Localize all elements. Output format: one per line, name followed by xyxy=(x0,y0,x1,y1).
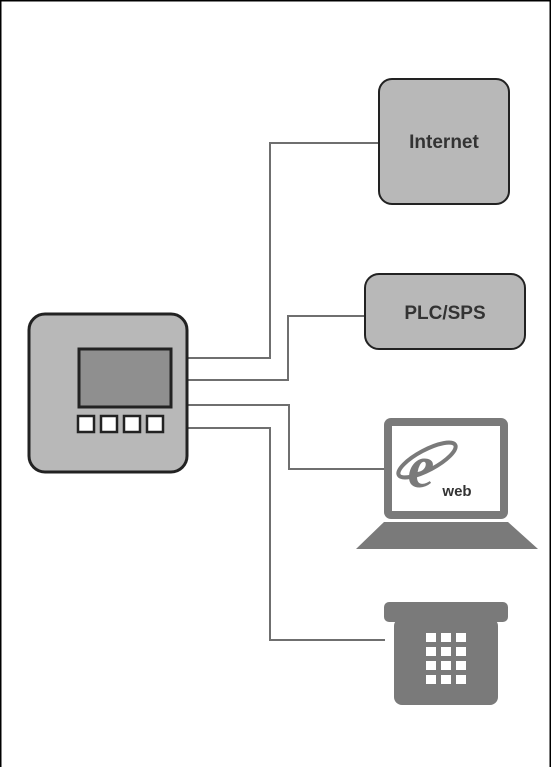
controller-button xyxy=(145,414,165,434)
connection-lines xyxy=(186,142,385,641)
phone-key xyxy=(426,633,436,642)
laptop-screen xyxy=(392,426,500,511)
phone-key xyxy=(456,675,466,684)
ie-letter-e: e xyxy=(408,434,435,500)
controller-button xyxy=(99,414,119,434)
phone-key xyxy=(456,661,466,670)
telephone-icon xyxy=(384,602,508,705)
plc-node: PLC/SPS xyxy=(364,273,526,350)
line-to-internet xyxy=(186,142,380,359)
phone-handset xyxy=(384,602,508,622)
web-badge: web xyxy=(441,483,471,500)
phone-key xyxy=(426,675,436,684)
controller-button xyxy=(122,414,142,434)
phone-key xyxy=(426,647,436,656)
plc-label: PLC/SPS xyxy=(404,303,485,324)
controller-button xyxy=(76,414,96,434)
internet-box xyxy=(378,78,510,205)
phone-keypad xyxy=(426,633,466,684)
laptop-node: e web xyxy=(356,418,538,549)
internet-explorer-icon: e xyxy=(396,434,458,500)
phone-key xyxy=(456,633,466,642)
controller-buttons xyxy=(76,414,165,434)
controller-device xyxy=(27,312,189,474)
line-to-phone xyxy=(186,427,385,641)
phone-key xyxy=(441,675,451,684)
phone-key xyxy=(426,661,436,670)
phone-key xyxy=(441,661,451,670)
ie-orbit-ring xyxy=(396,440,458,480)
plc-box xyxy=(364,273,526,350)
laptop-base xyxy=(356,522,538,549)
phone-key xyxy=(441,647,451,656)
line-to-laptop xyxy=(186,404,385,470)
internet-node: Internet xyxy=(378,78,510,205)
internet-label: Internet xyxy=(409,132,479,153)
phone-key xyxy=(441,633,451,642)
phone-key xyxy=(456,647,466,656)
controller-screen xyxy=(77,347,173,409)
line-to-plc xyxy=(186,315,366,381)
